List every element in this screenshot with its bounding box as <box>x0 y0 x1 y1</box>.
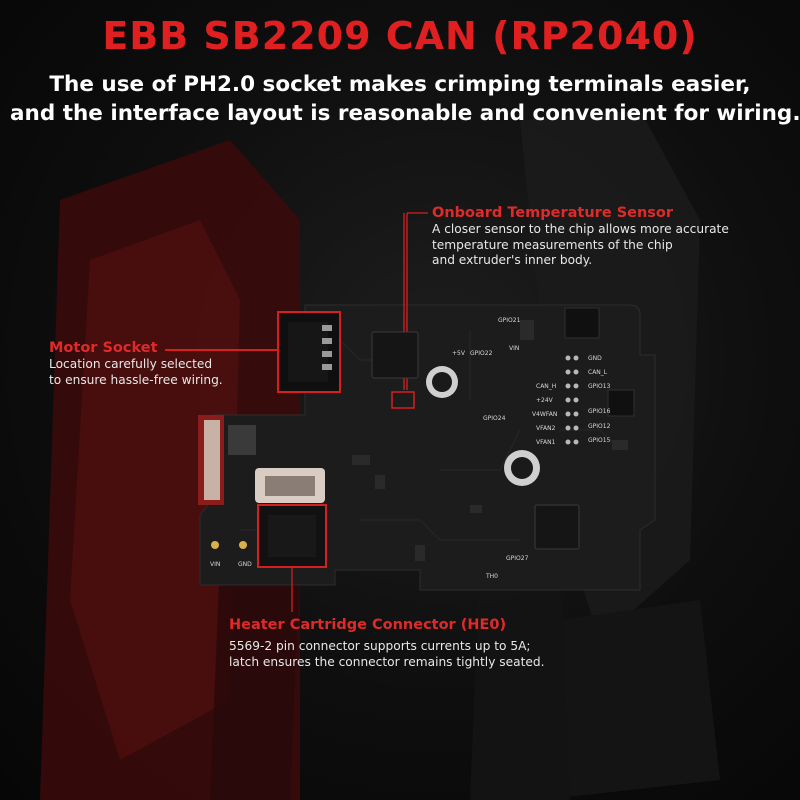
label-vfan1: VFAN1 <box>536 439 556 446</box>
label-gpio27: GPIO27 <box>506 555 529 562</box>
callout-heater-connector: Heater Cartridge Connector (HE0) 5569-2 … <box>229 616 545 670</box>
mcu-chip <box>371 331 419 379</box>
callout-body-line: and extruder's inner body. <box>432 253 593 267</box>
label-gnd-pad: GND <box>238 561 252 568</box>
callout-temperature-sensor: Onboard Temperature Sensor A closer sens… <box>432 204 729 269</box>
callout-body-line: latch ensures the connector remains tigh… <box>229 654 545 669</box>
driver-chip <box>534 504 580 550</box>
callout-motor-socket: Motor Socket Location carefully selected… <box>49 339 223 388</box>
gnd-pad <box>239 541 247 549</box>
page-title: EBB SB2209 CAN (RP2040) <box>102 14 698 58</box>
mounting-hole <box>504 450 540 486</box>
pin-header <box>565 355 579 445</box>
mosfet-chip <box>564 307 600 339</box>
can-chip <box>607 389 635 417</box>
callout-body-line: to ensure hassle-free wiring. <box>49 372 223 387</box>
label-gpio21: GPIO21 <box>498 317 521 324</box>
label-gpio24: GPIO24 <box>483 415 506 422</box>
label-gnd: GND <box>588 355 602 362</box>
label-gpio15: GPIO15 <box>588 437 611 444</box>
label-5v: +5V <box>452 350 466 357</box>
motor-socket <box>277 311 341 393</box>
motor-socket-leader <box>165 349 278 351</box>
subtitle-line-2: and the interface layout is reasonable a… <box>10 101 800 126</box>
label-vfan2: VFAN2 <box>536 425 556 432</box>
label-gpio22: GPIO22 <box>470 350 493 357</box>
label-can-h: CAN_H <box>536 383 556 390</box>
page-subtitle: The use of PH2.0 socket makes crimping t… <box>10 70 800 128</box>
callout-motor-socket-body: Location carefully selected to ensure ha… <box>49 357 223 388</box>
callout-body-line: Location carefully selected <box>49 357 213 371</box>
callout-heater-connector-body: 5569-2 pin connector supports currents u… <box>229 639 545 670</box>
callout-temperature-sensor-body: A closer sensor to the chip allows more … <box>432 222 729 269</box>
callout-motor-socket-title: Motor Socket <box>49 340 158 356</box>
label-can-l: CAN_L <box>588 369 608 376</box>
silkscreen: GND CAN_L GPIO13 GPIO16 GPIO12 GPIO15 CA… <box>210 317 611 580</box>
callout-body-line: 5569-2 pin connector supports currents u… <box>229 639 531 653</box>
label-vin: VIN <box>509 345 519 352</box>
label-th0: TH0 <box>485 573 498 580</box>
callout-heater-connector-title: Heater Cartridge Connector (HE0) <box>229 617 507 633</box>
label-v4wfan: V4WFAN <box>532 411 557 418</box>
heater-connector <box>255 468 327 568</box>
label-24v: +24V <box>536 397 554 404</box>
subtitle-line-1: The use of PH2.0 socket makes crimping t… <box>49 72 751 97</box>
label-vin-pad: VIN <box>210 561 220 568</box>
temp-sensor-highlight <box>391 391 415 409</box>
side-connector <box>198 415 256 505</box>
mounting-hole <box>426 366 458 398</box>
label-gpio16: GPIO16 <box>588 408 611 415</box>
callout-body-line: temperature measurements of the chip <box>432 237 673 252</box>
label-gpio13: GPIO13 <box>588 383 611 390</box>
callout-body-line: A closer sensor to the chip allows more … <box>432 222 729 236</box>
smd-components <box>352 320 628 561</box>
label-gpio12: GPIO12 <box>588 423 611 430</box>
callout-temperature-sensor-title: Onboard Temperature Sensor <box>432 205 674 221</box>
vin-pad <box>211 541 219 549</box>
